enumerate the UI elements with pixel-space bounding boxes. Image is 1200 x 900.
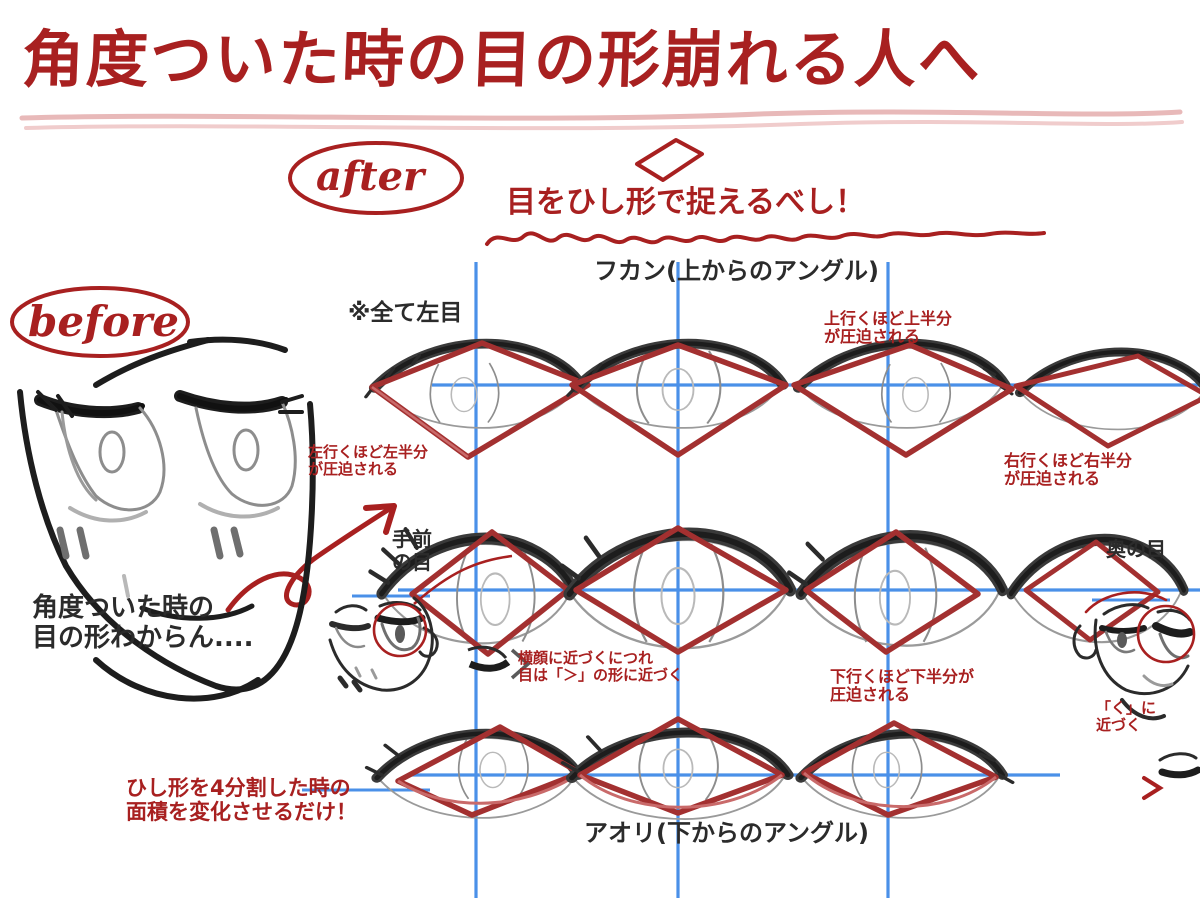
annotation-far-eye: 奥の目 bbox=[1106, 537, 1166, 561]
far-face-sketch bbox=[1072, 591, 1200, 800]
annotation-left-mid: 左行くほど左半分 が圧迫される bbox=[308, 443, 429, 479]
annotation-top-right: 上行くほど上半分 が圧迫される bbox=[824, 309, 953, 347]
before-badge-label: before bbox=[28, 297, 180, 346]
near-face-pointer bbox=[413, 554, 513, 605]
eye-level-faredge bbox=[1011, 540, 1184, 644]
annotation-ku-shape: 「く」に 近づく bbox=[1096, 699, 1157, 735]
top-angle-heading: フカン(上からのアングル) bbox=[594, 257, 879, 285]
annotation-bottom-compress: 下行くほど下半分が 圧迫される bbox=[830, 667, 975, 705]
eye-level-center bbox=[559, 525, 790, 655]
title-underline bbox=[19, 109, 1184, 131]
lesson-underline bbox=[485, 230, 1046, 246]
annotation-near-eye: 手前 の目 bbox=[392, 527, 432, 574]
annotation-profile: 横顔に近づくにつれ 目は「＞」の形に近づく bbox=[518, 649, 684, 685]
before-caption: 角度ついた時の 目の形わからん.... bbox=[32, 593, 254, 653]
eye-level-right bbox=[787, 529, 1002, 655]
bottom-angle-heading: アオリ(下からのアングル) bbox=[584, 819, 869, 847]
eye-aori-left bbox=[364, 724, 580, 819]
before-face-sketch bbox=[17, 336, 316, 702]
eye-aori-right bbox=[801, 720, 1015, 819]
main-lesson-heading: 目をひし形で捉えるべし！ bbox=[506, 185, 866, 220]
annotation-rhombus-quarters: ひし形を4分割した時の 面積を変化させるだけ！ bbox=[126, 776, 357, 825]
eye-fukan-left bbox=[364, 343, 591, 460]
curved-arrow-icon bbox=[225, 503, 397, 613]
eye-aori-center bbox=[560, 716, 788, 821]
near-face-sketch bbox=[328, 596, 439, 693]
annotation-right-mid: 右行くほど右半分 が圧迫される bbox=[1004, 451, 1133, 489]
eye-fukan-center bbox=[566, 344, 789, 458]
after-badge-ellipse bbox=[288, 141, 464, 215]
before-badge-ellipse bbox=[10, 286, 190, 358]
eye-fukan-faredge bbox=[1013, 352, 1200, 449]
eye-fukan-right bbox=[791, 344, 1015, 458]
all-left-eye-note: ※全て左目 bbox=[348, 300, 463, 326]
after-badge-label: after bbox=[316, 153, 425, 200]
rhombus-icon bbox=[635, 138, 704, 182]
profile-note-arrow bbox=[467, 645, 531, 680]
page-title: 角度ついた時の目の形崩れる人へ bbox=[20, 23, 984, 96]
